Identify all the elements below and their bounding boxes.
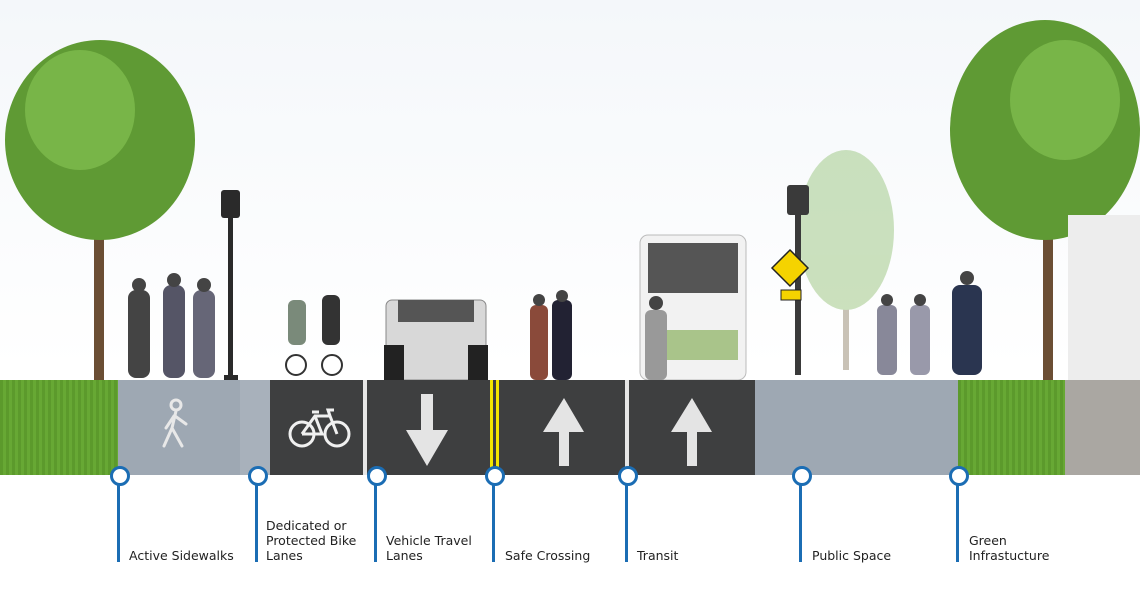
marker-line <box>625 484 628 562</box>
bus <box>639 234 747 381</box>
marker-bike-lanes <box>248 466 268 486</box>
arrow-up-icon <box>671 398 712 466</box>
label-safe-crossing: Safe Crossing <box>505 548 591 563</box>
street-lamp-right <box>770 185 810 375</box>
marker-line <box>255 484 258 562</box>
grass-strip-left <box>0 380 118 475</box>
marker-line <box>799 484 802 562</box>
public-space-plaza <box>755 380 958 475</box>
street-lamp-left <box>221 190 240 380</box>
marker-public-space <box>792 466 812 486</box>
tree-faded <box>798 150 894 370</box>
center-line-yellow <box>490 380 493 475</box>
bicycle-icon <box>288 408 351 448</box>
pedestrian-icon <box>162 398 188 448</box>
label-active-sidewalks: Active Sidewalks <box>129 548 234 563</box>
cyclists <box>285 295 343 376</box>
pedestrian-crossing-sign <box>770 248 810 288</box>
arrow-down-icon <box>406 394 448 466</box>
lane-line <box>625 380 629 475</box>
arrow-up-icon <box>543 398 584 466</box>
jeep <box>384 299 488 381</box>
marker-line <box>956 484 959 562</box>
tree-left <box>5 40 195 380</box>
grass-strip-right <box>958 380 1065 475</box>
marker-line <box>117 484 120 562</box>
building <box>1068 215 1140 380</box>
marker-active-sidewalks <box>110 466 130 486</box>
concrete-frontage <box>1065 380 1140 475</box>
label-public-space: Public Space <box>812 548 892 563</box>
pedestrians <box>128 271 982 380</box>
marker-line <box>492 484 495 562</box>
marker-green-infrastructure <box>949 466 969 486</box>
lane-line <box>363 380 367 475</box>
curb-buffer <box>240 380 270 475</box>
label-transit: Transit <box>637 548 679 563</box>
marker-vehicle-lanes <box>367 466 387 486</box>
marker-transit <box>618 466 638 486</box>
center-line-yellow <box>496 380 499 475</box>
marker-safe-crossing <box>485 466 505 486</box>
marker-line <box>374 484 377 562</box>
tree-right <box>950 20 1140 380</box>
